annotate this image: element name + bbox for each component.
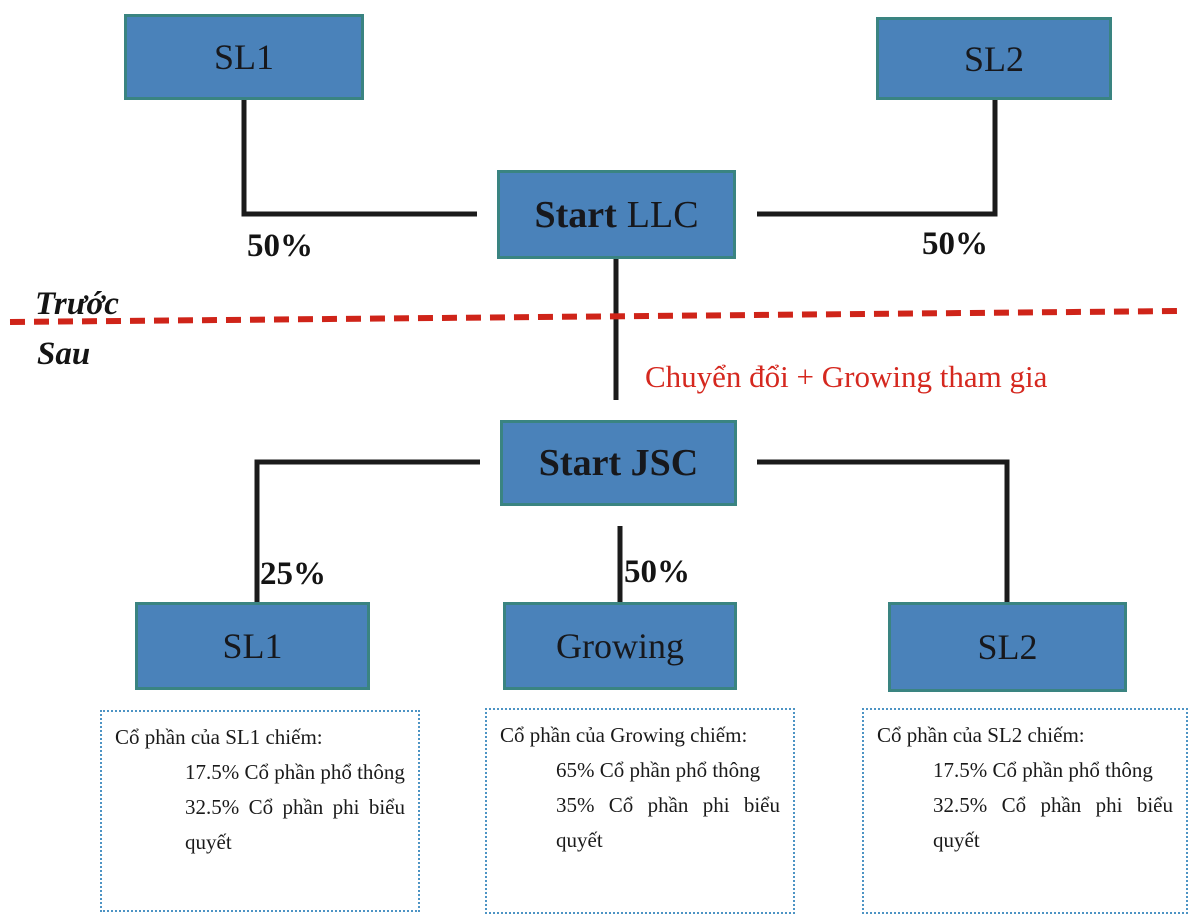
before-label: Trước xyxy=(35,286,119,322)
node-sl1-top: SL1 xyxy=(124,14,364,100)
node-growing-label: Growing xyxy=(556,626,684,666)
edge-label-growing-to-jsc: 50% xyxy=(624,554,690,590)
connector-sl2-to-startllc xyxy=(757,100,998,217)
connector-sl1-to-startllc xyxy=(241,100,477,217)
note-growing-title: Cổ phần của Growing chiếm: xyxy=(500,723,748,747)
note-growing-shares: Cổ phần của Growing chiếm: 65% Cổ phần p… xyxy=(485,708,795,914)
node-sl2-bottom: SL2 xyxy=(888,602,1127,692)
connector-sl2-to-startjsc xyxy=(757,459,1010,602)
node-start-llc: Start LLC xyxy=(497,170,736,259)
note-sl2-item-common: 17.5% Cổ phần phổ thông xyxy=(933,757,1153,782)
node-sl2-bottom-label: SL2 xyxy=(977,627,1038,667)
node-sl1-top-label: SL1 xyxy=(213,37,274,77)
node-start-jsc: Start JSC xyxy=(500,420,737,506)
node-sl1-bottom-label: SL1 xyxy=(222,626,283,666)
node-start-llc-label-bold: Start xyxy=(534,193,617,236)
note-growing-item-nonvoting: 35% Cổ phần phi biểu quyết xyxy=(556,792,780,852)
node-sl1-bottom: SL1 xyxy=(135,602,370,690)
note-sl2-title: Cổ phần của SL2 chiếm: xyxy=(877,723,1085,747)
note-sl1-item-common: 17.5% Cổ phần phổ thông xyxy=(185,759,405,784)
note-sl1-title: Cổ phần của SL1 chiếm: xyxy=(115,725,323,749)
node-start-llc-label-rest: LLC xyxy=(626,193,699,236)
edge-label-sl1-to-jsc: 25% xyxy=(260,556,326,592)
before-after-divider-line xyxy=(9,308,1181,325)
edge-label-sl2-to-llc: 50% xyxy=(922,226,988,262)
node-growing: Growing xyxy=(503,602,737,690)
note-growing-item-common: 65% Cổ phần phổ thông xyxy=(556,757,761,782)
node-sl2-top-label: SL2 xyxy=(963,38,1024,79)
note-sl1-shares: Cổ phần của SL1 chiếm: 17.5% Cổ phần phổ… xyxy=(100,710,420,912)
transition-annotation: Chuyển đổi + Growing tham gia xyxy=(645,359,1048,394)
note-sl1-item-nonvoting: 32.5% Cổ phần phi biểu quyết xyxy=(185,794,405,854)
node-start-jsc-label: Start JSC xyxy=(538,442,699,484)
note-sl2-item-nonvoting: 32.5% Cổ phần phi biểu quyết xyxy=(933,792,1173,852)
node-sl2-top: SL2 xyxy=(876,17,1112,100)
connector-sl1-to-startjsc xyxy=(254,459,480,602)
edge-label-sl1-to-llc: 50% xyxy=(247,228,313,264)
note-sl2-shares: Cổ phần của SL2 chiếm: 17.5% Cổ phần phổ… xyxy=(862,708,1188,914)
after-label: Sau xyxy=(37,336,91,372)
